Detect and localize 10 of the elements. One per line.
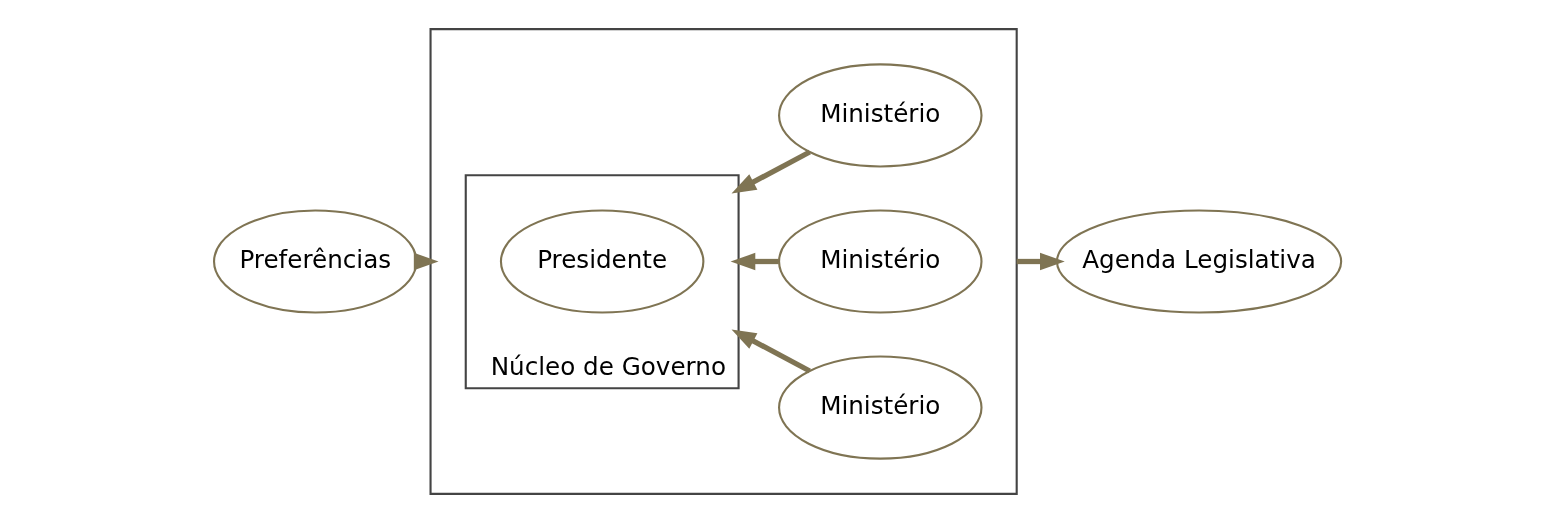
node-ellipse: Agenda Legislativa [1055, 209, 1343, 314]
cluster [429, 28, 1018, 495]
arrow [731, 149, 811, 194]
arrow [730, 252, 779, 271]
node-ellipse: Ministério [778, 355, 983, 460]
node-ellipse: Ministério [778, 63, 983, 168]
arrow [731, 329, 811, 374]
node-ellipse: Presidente [499, 209, 705, 314]
node-ellipse: Ministério [778, 209, 983, 314]
arrow [1016, 252, 1065, 271]
